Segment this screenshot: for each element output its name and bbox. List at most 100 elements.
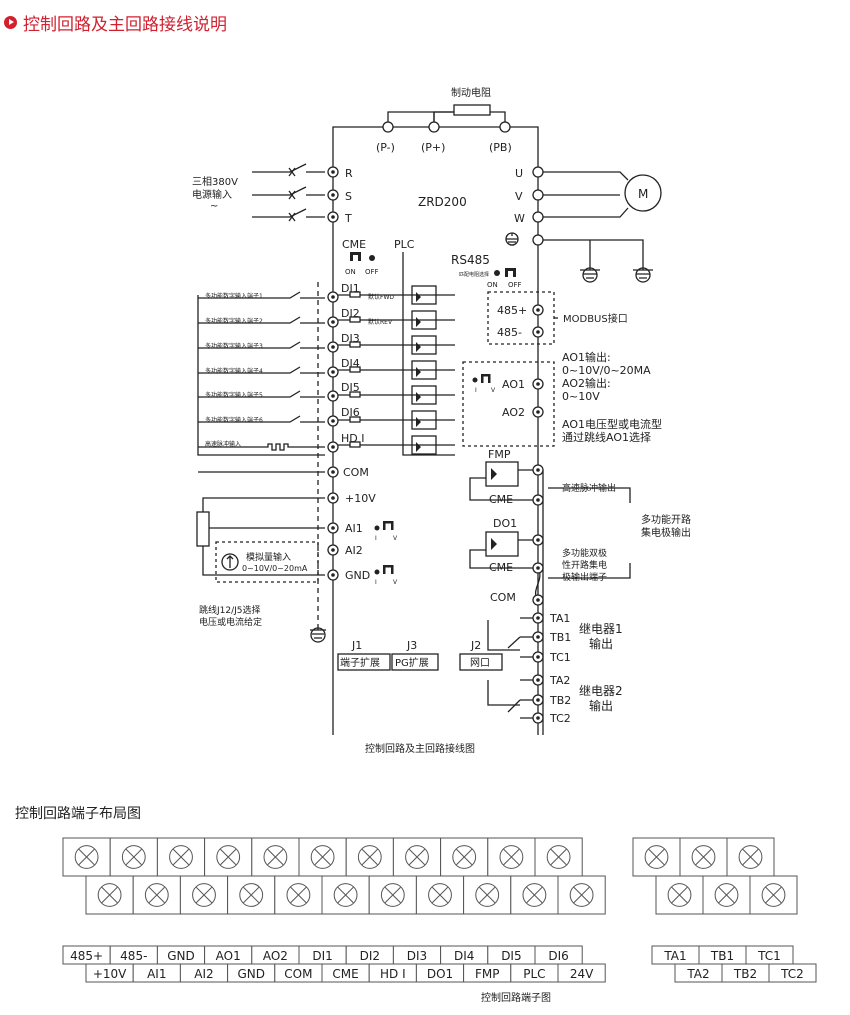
screw-icon [738, 845, 763, 869]
cme-switch-label: CME [342, 238, 366, 251]
screw-icon [380, 883, 405, 907]
screw-cross-icon [314, 848, 331, 866]
terminal-label: TC1 [757, 949, 781, 963]
diagram-caption: 控制回路及主回路接线图 [365, 742, 475, 755]
analog-input-line1: 模拟量输入 [246, 551, 291, 563]
ao-note-2: 通过跳线AO1选择 [562, 430, 651, 444]
screw-icon [333, 883, 358, 907]
di1-default-label: 默认FWD [368, 293, 394, 301]
terminal-485-plus: 485+ [497, 304, 527, 317]
screw-cross-icon [408, 848, 426, 866]
terminal-di1: DI1 [341, 282, 360, 295]
screw-cross-icon [195, 886, 213, 904]
ai2-i-label: I [375, 579, 377, 586]
ai2-v-label: V [393, 579, 398, 586]
terminal-label: TB2 [733, 967, 757, 981]
ai1-i-label: I [375, 535, 377, 542]
terminal-di3: DI3 [341, 332, 360, 345]
bus-label-pb: (PB) [489, 141, 512, 154]
jumper-box-1: 端子扩展 [340, 656, 380, 669]
screw-row-relay-1 [632, 837, 775, 877]
terminal-label: AO2 [263, 949, 288, 963]
screw-cross-icon [125, 848, 142, 866]
ao-desc-4: 0~10V [562, 390, 600, 403]
screw-cross-icon [220, 848, 237, 866]
screw-icon [286, 883, 311, 907]
terminal-label: TA2 [686, 967, 709, 981]
terminal-label: FMP [475, 967, 500, 981]
relay2-label-1: 继电器2 [579, 684, 623, 698]
terminal-di6: DI6 [341, 406, 360, 419]
screw-cross-icon [267, 848, 284, 866]
di-input-label-4: 多功能数字输入端子4 [205, 367, 263, 375]
terminal-label: DI5 [501, 949, 521, 963]
terminal-screw-cell [415, 875, 465, 915]
screw-icon [74, 845, 99, 869]
modbus-label: MODBUS接口 [563, 312, 628, 325]
terminal-label: PLC [523, 967, 545, 981]
terminal-di5: DI5 [341, 381, 360, 394]
rs485-note: 匹配电阻选择 [459, 271, 489, 278]
do1-label: DO1 [493, 517, 517, 530]
screw-cross-icon [503, 848, 520, 866]
screw-icon [239, 883, 264, 907]
terminal-label: TB1 [710, 949, 734, 963]
terminal-label: GND [167, 949, 195, 963]
terminal-v: V [515, 190, 523, 203]
terminal-ao2: AO2 [502, 406, 525, 419]
terminal-gnd: GND [345, 569, 370, 582]
terminal-label: DI1 [312, 949, 332, 963]
bus-label-pminus: (P-) [376, 141, 395, 154]
rs485-on-label: ON [487, 281, 498, 289]
terminal-tb2: TB2 [549, 694, 571, 707]
screw-icon [121, 845, 146, 869]
power-input-line1: 三相380V [192, 175, 238, 188]
relay1-label-2: 输出 [589, 636, 613, 651]
screw-icon [691, 845, 716, 869]
terminal-di4: DI4 [341, 357, 360, 370]
terminal-ai2: AI2 [345, 544, 363, 557]
power-input-line3: ~ [210, 201, 218, 212]
rs485-off-label: OFF [508, 281, 522, 289]
terminal-label-cell [557, 963, 606, 983]
ao-i-label: I [475, 387, 477, 394]
screw-cross-icon [648, 848, 665, 866]
terminal-screw-cell [702, 875, 751, 915]
cme-off-label: OFF [365, 268, 379, 276]
terminal-label: DI3 [407, 949, 427, 963]
model-label: ZRD200 [418, 195, 467, 209]
ao-v-label: V [491, 387, 496, 394]
di-input-label-5: 多功能数字输入端子5 [205, 391, 263, 399]
screw-icon [97, 883, 122, 907]
terminal-u: U [515, 167, 523, 180]
terminal-r: R [345, 167, 353, 180]
terminal-tb1: TB1 [549, 631, 571, 644]
terminal-com: COM [343, 466, 369, 479]
terminal-label-cell [768, 963, 817, 983]
screw-cross-icon [742, 848, 759, 866]
relay2-label-2: 输出 [589, 698, 613, 713]
screw-row-relay-2 [655, 875, 798, 915]
screw-cross-icon [337, 886, 354, 904]
terminal-ta1: TA1 [549, 612, 570, 625]
relay1-label-1: 继电器1 [579, 622, 623, 636]
do-desc-3: 极输出端子 [562, 571, 607, 583]
analog-input-line2: 0~10V/0~20mA [242, 564, 308, 573]
jumper-box-2: PG扩展 [395, 656, 429, 669]
screw-icon [144, 883, 169, 907]
terminal-label: TA1 [663, 949, 686, 963]
screw-icon [667, 883, 692, 907]
screw-cross-icon [765, 886, 782, 904]
terminal-ai1: AI1 [345, 522, 363, 535]
di2-default-label: 默认REV [368, 318, 393, 326]
screw-cross-icon [101, 886, 118, 904]
di-input-label-7: 高速脉冲输入 [205, 440, 241, 448]
fmp-cme-label: CME [489, 493, 513, 506]
screw-icon [499, 845, 524, 869]
terminal-label: DI6 [548, 949, 568, 963]
screw-icon [216, 845, 241, 869]
screw-icon [475, 883, 500, 907]
play-circle-icon [4, 15, 17, 29]
fmp-label: FMP [488, 448, 511, 461]
oc-out-line1: 多功能开路 [641, 513, 691, 526]
